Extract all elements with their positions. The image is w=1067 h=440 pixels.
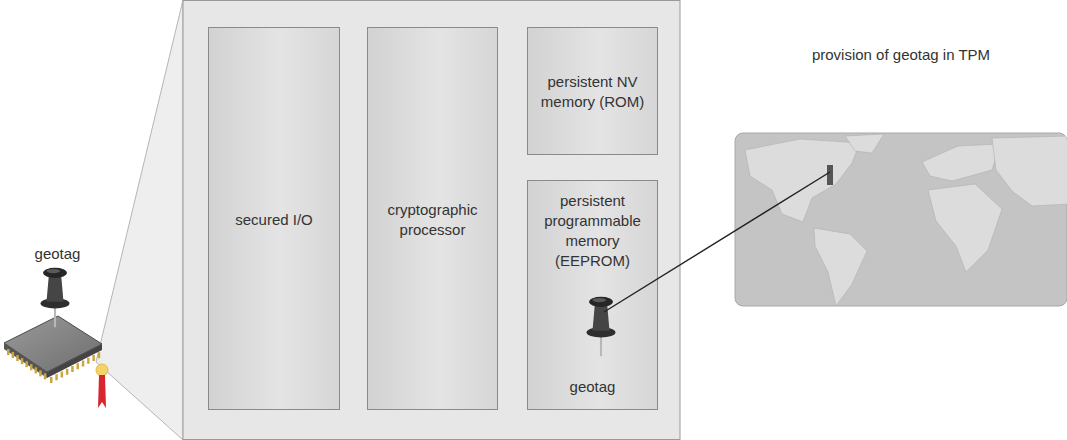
- chip-pin: [87, 358, 90, 364]
- component-box: cryptographic processor: [367, 27, 498, 410]
- chip-pin: [16, 355, 19, 361]
- chip-pin: [21, 358, 24, 364]
- pin-highlight: [47, 269, 61, 273]
- box-label: persistent NV memory (ROM): [536, 72, 649, 112]
- chip-pin: [12, 352, 15, 358]
- chip-pin: [25, 361, 28, 367]
- component-box: secured I/O: [208, 27, 340, 410]
- part-label: geotag: [10, 244, 105, 264]
- south-america: [814, 228, 867, 306]
- chip-pin: [55, 374, 58, 380]
- location-marker: [827, 165, 833, 185]
- chip-pin: [77, 363, 80, 369]
- chip-pin: [71, 366, 74, 372]
- tpm-panel: [183, 1, 680, 440]
- pushpin: [41, 268, 70, 328]
- geotag-label: geotag: [536, 377, 649, 397]
- box-label: cryptographic processor: [376, 200, 489, 240]
- chip-pin: [61, 372, 64, 378]
- africa: [928, 184, 1002, 272]
- chip-pin: [39, 370, 42, 376]
- pushpin: [41, 268, 70, 328]
- asia: [992, 136, 1067, 206]
- pushpin: [587, 297, 616, 357]
- chip-pin: [92, 355, 95, 361]
- chip-top: [4, 316, 102, 372]
- pin-cap: [43, 268, 67, 278]
- chip-pin: [44, 373, 47, 379]
- chip-pin: [35, 367, 38, 373]
- pushpin-icon: [571, 293, 631, 373]
- chip-pins: [7, 349, 100, 383]
- chip-pin: [82, 361, 85, 367]
- box-label: persistent programmable memory (EEPROM): [536, 191, 649, 271]
- pin-highlight: [593, 298, 607, 302]
- chip-pin: [50, 377, 53, 383]
- box-label: secured I/O: [217, 210, 331, 230]
- chip-pin: [66, 369, 69, 375]
- chip-pin: [30, 364, 33, 370]
- greenland: [845, 134, 884, 153]
- chip-pin: [7, 349, 10, 355]
- map-region: provision of geotag in TPM: [735, 133, 1067, 306]
- box-label: provision of geotag in TPM: [805, 45, 997, 65]
- world-map: [735, 133, 1067, 306]
- memory-box: persistent programmable memory (EEPROM) g…: [527, 180, 658, 410]
- seal-dot: [96, 364, 108, 376]
- north-america: [745, 139, 860, 222]
- europe: [922, 144, 1000, 181]
- pin-cap: [589, 297, 613, 307]
- zoom-wedge: [96, 0, 183, 440]
- chip-pin: [98, 352, 101, 358]
- memory-box: persistent NV memory (ROM): [527, 27, 658, 155]
- tpm-chip: [4, 316, 108, 408]
- seal-ribbon: [98, 375, 106, 408]
